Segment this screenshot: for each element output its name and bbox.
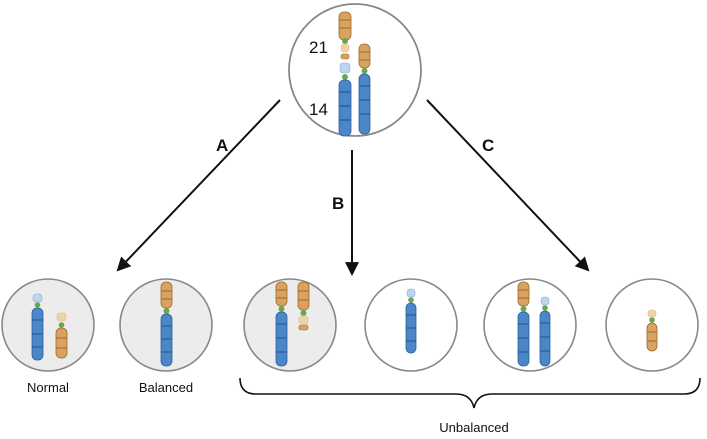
caption-normal: Normal	[27, 380, 69, 395]
label-path-b: B	[332, 194, 344, 213]
arrow-c	[426, 99, 590, 272]
segregation-arrows	[116, 99, 590, 277]
gamete-balanced	[119, 278, 213, 372]
caption-unbalanced: Unbalanced	[439, 420, 508, 435]
arrow-a	[116, 99, 281, 272]
label-path-a: A	[216, 136, 228, 155]
gamete-unbalanced-1	[243, 278, 337, 372]
label-chromosome-21: 21	[309, 38, 328, 57]
label-chromosome-14: 14	[309, 100, 328, 119]
unbalanced-brace	[239, 377, 701, 409]
gamete-unbalanced-2	[364, 278, 458, 372]
gamete-unbalanced-4	[605, 278, 699, 372]
parent-chromosome-14	[338, 62, 352, 137]
gamete-normal	[1, 278, 95, 372]
parent-cell: 21 14	[288, 3, 422, 137]
parent-chromosome-21	[338, 11, 352, 60]
label-path-c: C	[482, 136, 494, 155]
caption-balanced: Balanced	[139, 380, 193, 395]
parent-derivative-chromosome	[358, 43, 371, 135]
gamete-unbalanced-3	[483, 278, 577, 372]
